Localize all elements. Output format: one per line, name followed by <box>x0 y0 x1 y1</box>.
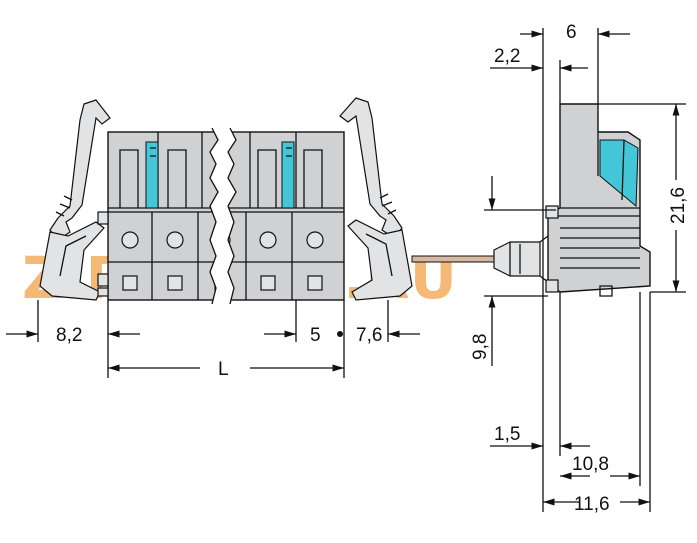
release-tab-2 <box>281 141 295 209</box>
dim-top-offset: 2,2 <box>494 46 520 67</box>
left-latch <box>39 99 111 301</box>
dim-pin-width: 1,5 <box>494 424 520 445</box>
front-dimensions: 8,2 5 7,6 L <box>6 300 420 380</box>
release-tab-1 <box>145 141 159 209</box>
front-view <box>39 97 413 305</box>
dim-pitch: 5 <box>310 325 321 346</box>
side-dimensions: 2,2 6 21,6 9,8 1,5 10,8 11,6 <box>470 22 689 515</box>
dim-right-flange: 7,6 <box>356 325 382 346</box>
side-view <box>411 103 651 297</box>
dim-length: L <box>218 359 229 380</box>
dim-body-depth: 10,8 <box>572 454 609 475</box>
dim-height: 21,6 <box>668 187 689 224</box>
pin <box>411 255 495 263</box>
dim-pin-offset: 9,8 <box>470 334 491 360</box>
side-release-tab <box>599 139 639 208</box>
dim-left-flange: 8,2 <box>56 325 82 346</box>
right-latch <box>339 97 413 301</box>
dim-total-depth: 11,6 <box>574 494 610 515</box>
dim-top-width: 6 <box>566 22 577 43</box>
